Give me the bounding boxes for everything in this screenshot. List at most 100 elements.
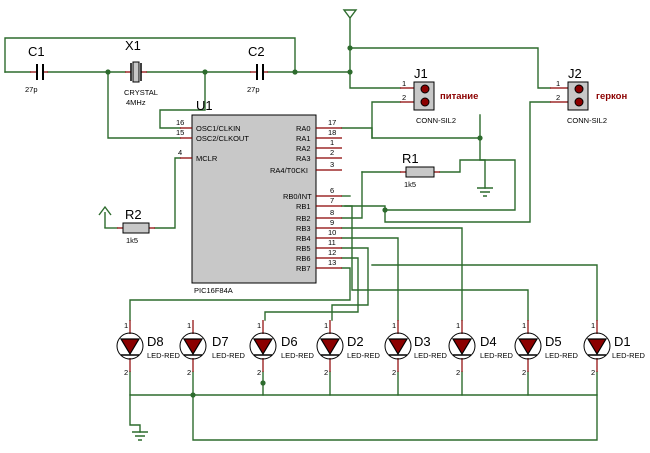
- capacitor-c1[interactable]: C1 27p: [25, 44, 48, 94]
- led-triangle-icon: [119, 338, 141, 356]
- junction-dot: [347, 69, 353, 75]
- led-d3[interactable]: 1 2 D3 LED-RED: [384, 320, 448, 377]
- pin-number: 1: [522, 321, 526, 330]
- pin-number: 15: [176, 128, 184, 137]
- pin-number: 1: [556, 79, 560, 88]
- led-triangle-icon: [252, 338, 274, 356]
- x1-ref: X1: [125, 38, 141, 53]
- ground-icon: [477, 187, 493, 197]
- led-d1[interactable]: 1 2 D1 LED-RED: [583, 320, 646, 377]
- u1-part: PIC16F84A: [194, 286, 233, 295]
- pin-number: 2: [522, 368, 526, 377]
- d1-part: LED-RED: [612, 351, 646, 360]
- resistor-r2[interactable]: R2 1k5: [117, 207, 155, 245]
- pin-number: 18: [328, 128, 336, 137]
- pin-label: RB2: [296, 214, 311, 223]
- c2-value: 27p: [247, 85, 260, 94]
- led-d5[interactable]: 1 2 D5 LED-RED: [514, 320, 579, 377]
- wire-rb7: [129, 267, 351, 321]
- mcu-body: [191, 114, 317, 284]
- connector-j2[interactable]: J2 1 2 геркон CONN-SIL2: [550, 66, 627, 125]
- junction-dot: [260, 380, 266, 386]
- connector-leads: [400, 87, 414, 103]
- mcu-left-pins: 16 OSC1/CLKIN 15 OSC2/CLKOUT 4 MCLR: [176, 118, 249, 163]
- pin-number: 12: [328, 248, 336, 257]
- pin-number: 17: [328, 118, 336, 127]
- led-ring: [448, 332, 476, 360]
- led-ring: [116, 332, 144, 360]
- pin-label: RB4: [296, 234, 311, 243]
- pin-number: 1: [257, 321, 261, 330]
- mcu-u1[interactable]: U1 PIC16F84A 16 OSC1/CLKIN 15 OSC2/CLKOU…: [176, 98, 342, 295]
- pin-number: 9: [330, 218, 334, 227]
- led-ring: [514, 332, 542, 360]
- junction-dot: [190, 392, 196, 398]
- pin-number: 1: [591, 321, 595, 330]
- pin-number: 11: [328, 238, 336, 247]
- junction-dot: [382, 207, 388, 213]
- pin-label: RA2: [296, 144, 311, 153]
- d4-ref: D4: [480, 334, 497, 349]
- led-triangle-icon: [319, 338, 341, 356]
- led-d2[interactable]: 1 2 D2 LED-RED: [316, 320, 381, 377]
- pin-label: RA3: [296, 154, 311, 163]
- pin-label: RB0/INT: [283, 192, 312, 201]
- led-d7[interactable]: 1 2 D7 LED-RED: [179, 320, 246, 377]
- junction-dot: [347, 45, 353, 51]
- j2-label: геркон: [596, 91, 627, 102]
- pin-number: 6: [330, 186, 334, 195]
- wire-rb1-led: [344, 205, 529, 321]
- pin-number: 1: [402, 79, 406, 88]
- led-triangle-icon: [451, 338, 473, 356]
- pin-label: RB5: [296, 244, 311, 253]
- j2-part: CONN-SIL2: [567, 116, 607, 125]
- resistor-r1[interactable]: R1 1k5: [400, 151, 440, 189]
- vdd-arrow-icon: [342, 9, 358, 20]
- c2-ref: C2: [248, 44, 265, 59]
- wire-vdd-j1: [349, 71, 401, 89]
- pin-label: OSC1/CLKIN: [196, 124, 241, 133]
- wire-j2-rb1: [341, 101, 551, 223]
- pin-number: 1: [330, 138, 334, 147]
- pin-label: RA0: [296, 124, 311, 133]
- pin-number: 1: [456, 321, 460, 330]
- led-d6[interactable]: 1 2 D6 LED-RED: [249, 320, 315, 377]
- d6-ref: D6: [281, 334, 298, 349]
- junction-dot: [202, 69, 208, 75]
- wire-gnd-main: [479, 137, 486, 189]
- capacitor-c2[interactable]: C2 27p: [247, 44, 268, 94]
- wire-j1-pin2: [371, 101, 401, 139]
- connector-pin-icon: [420, 97, 430, 107]
- d8-part: LED-RED: [147, 351, 181, 360]
- resistor-body: [405, 166, 435, 178]
- led-d4[interactable]: 1 2 D4 LED-RED: [448, 320, 514, 377]
- junction-dot: [292, 69, 298, 75]
- wire-rb2: [341, 171, 363, 219]
- wire-gnd-bottom: [129, 394, 141, 433]
- capacitor-plates: [36, 64, 44, 80]
- power-symbols: [98, 9, 493, 441]
- crystal-x1[interactable]: X1 CRYSTAL 4MHz: [124, 38, 158, 107]
- pin-number: 10: [328, 228, 336, 237]
- r2-value: 1k5: [126, 236, 138, 245]
- crystal-plates: [130, 63, 142, 81]
- pin-label: RB6: [296, 254, 311, 263]
- j1-part: CONN-SIL2: [416, 116, 456, 125]
- connector-pin-icon: [420, 84, 430, 94]
- j2-ref: J2: [568, 66, 582, 81]
- d3-part: LED-RED: [414, 351, 448, 360]
- pin-label: RB1: [296, 202, 311, 211]
- d2-ref: D2: [347, 334, 364, 349]
- led-ring: [583, 332, 611, 360]
- connector-j1[interactable]: J1 1 2 питание CONN-SIL2: [400, 66, 478, 125]
- pin-number: 2: [330, 148, 334, 157]
- wire-vdd-j2: [349, 47, 551, 89]
- pin-number: 2: [257, 368, 261, 377]
- pin-label: RB7: [296, 264, 311, 273]
- led-d8[interactable]: 1 2 D8 LED-RED: [116, 320, 181, 377]
- pin-number: 1: [187, 321, 191, 330]
- d5-ref: D5: [545, 334, 562, 349]
- pin-number: 2: [556, 93, 560, 102]
- pin-label: OSC2/CLKOUT: [196, 134, 249, 143]
